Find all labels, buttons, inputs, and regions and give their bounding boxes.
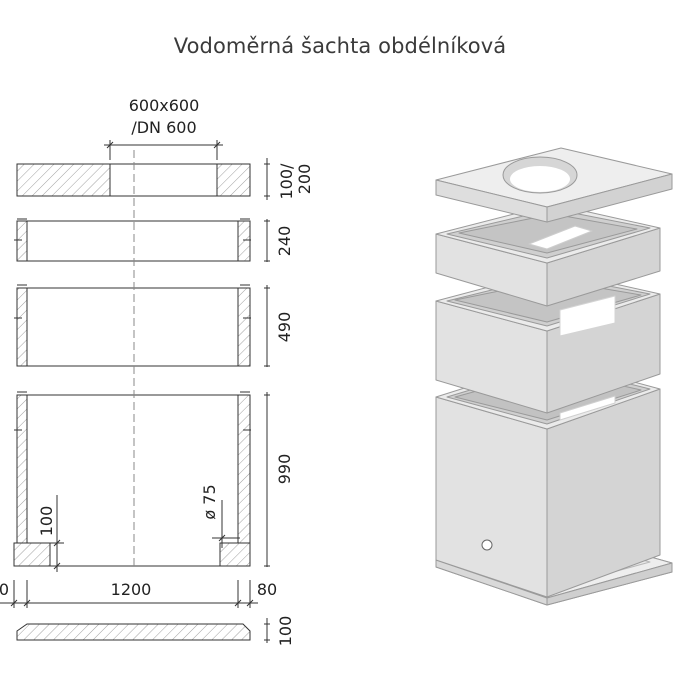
inner-width-label: 1200 [111,580,152,599]
opening-dn-label: /DN 600 [131,118,196,137]
isometric-view [435,147,673,606]
ring1-section [14,218,251,262]
ring2-section [14,284,251,367]
opening-size-label: 600x600 [129,96,200,115]
slab-section [16,623,251,641]
width-dimension [0,580,258,608]
ring2-height-label: 490 [275,312,294,343]
lid-thickness-label: 100/ 200 [277,158,314,199]
pipe-height-label: 100 [37,506,56,537]
lid-3d [435,147,673,223]
left-edge-label: 0 [0,580,9,599]
pipe-diameter-dimension [212,500,240,548]
pipe-diameter-label: ø 75 [200,484,219,519]
ring1-height-label: 240 [275,226,294,257]
lid-section [16,163,251,197]
opening-dimension [104,140,223,160]
section-view [0,140,270,643]
slab-thickness-label: 100 [276,616,295,647]
base-height-label: 990 [275,454,294,485]
right-dimension-chain [264,158,270,643]
base-section [13,391,251,567]
pipe-height-dimension [40,495,64,572]
wall-thickness-label: 80 [257,580,277,599]
diagram-title: Vodoměrná šachta obdélníková [173,34,507,58]
ring1-box-3d [435,203,661,307]
